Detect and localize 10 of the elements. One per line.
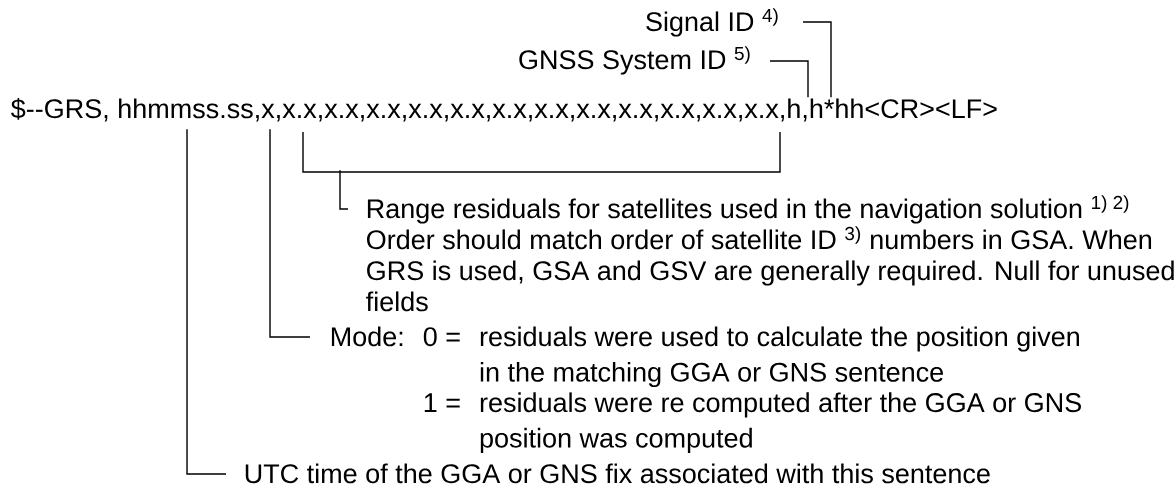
leader-line	[769, 60, 809, 98]
sentence-format-text: $--GRS, hhmmss.ss,x,x.x,x.x,x.x,x.x,x.x,x.x,x.x,x.x,x.x,x.x,x.x,x.x,h,h*hh<CR><LF>	[11, 98, 997, 122]
leader-line	[186, 128, 227, 475]
leader-line	[802, 21, 832, 98]
leader-line	[339, 169, 349, 210]
annotation-text: Mode: 0 = residuals were used to calculate the position given in the matching GGA or GNS sentence 1 = residuals were re computed after the GGA or GNS position was computed	[331, 326, 1081, 454]
annotation-text: Signal ID $^{4)}$	[646, 8, 778, 37]
annotation-text: GNSS System ID $^{5)}$	[519, 46, 750, 75]
leader-line	[269, 128, 311, 338]
annotation-text: UTC time of the GGA or GNS fix associated with this sentence	[245, 463, 990, 484]
